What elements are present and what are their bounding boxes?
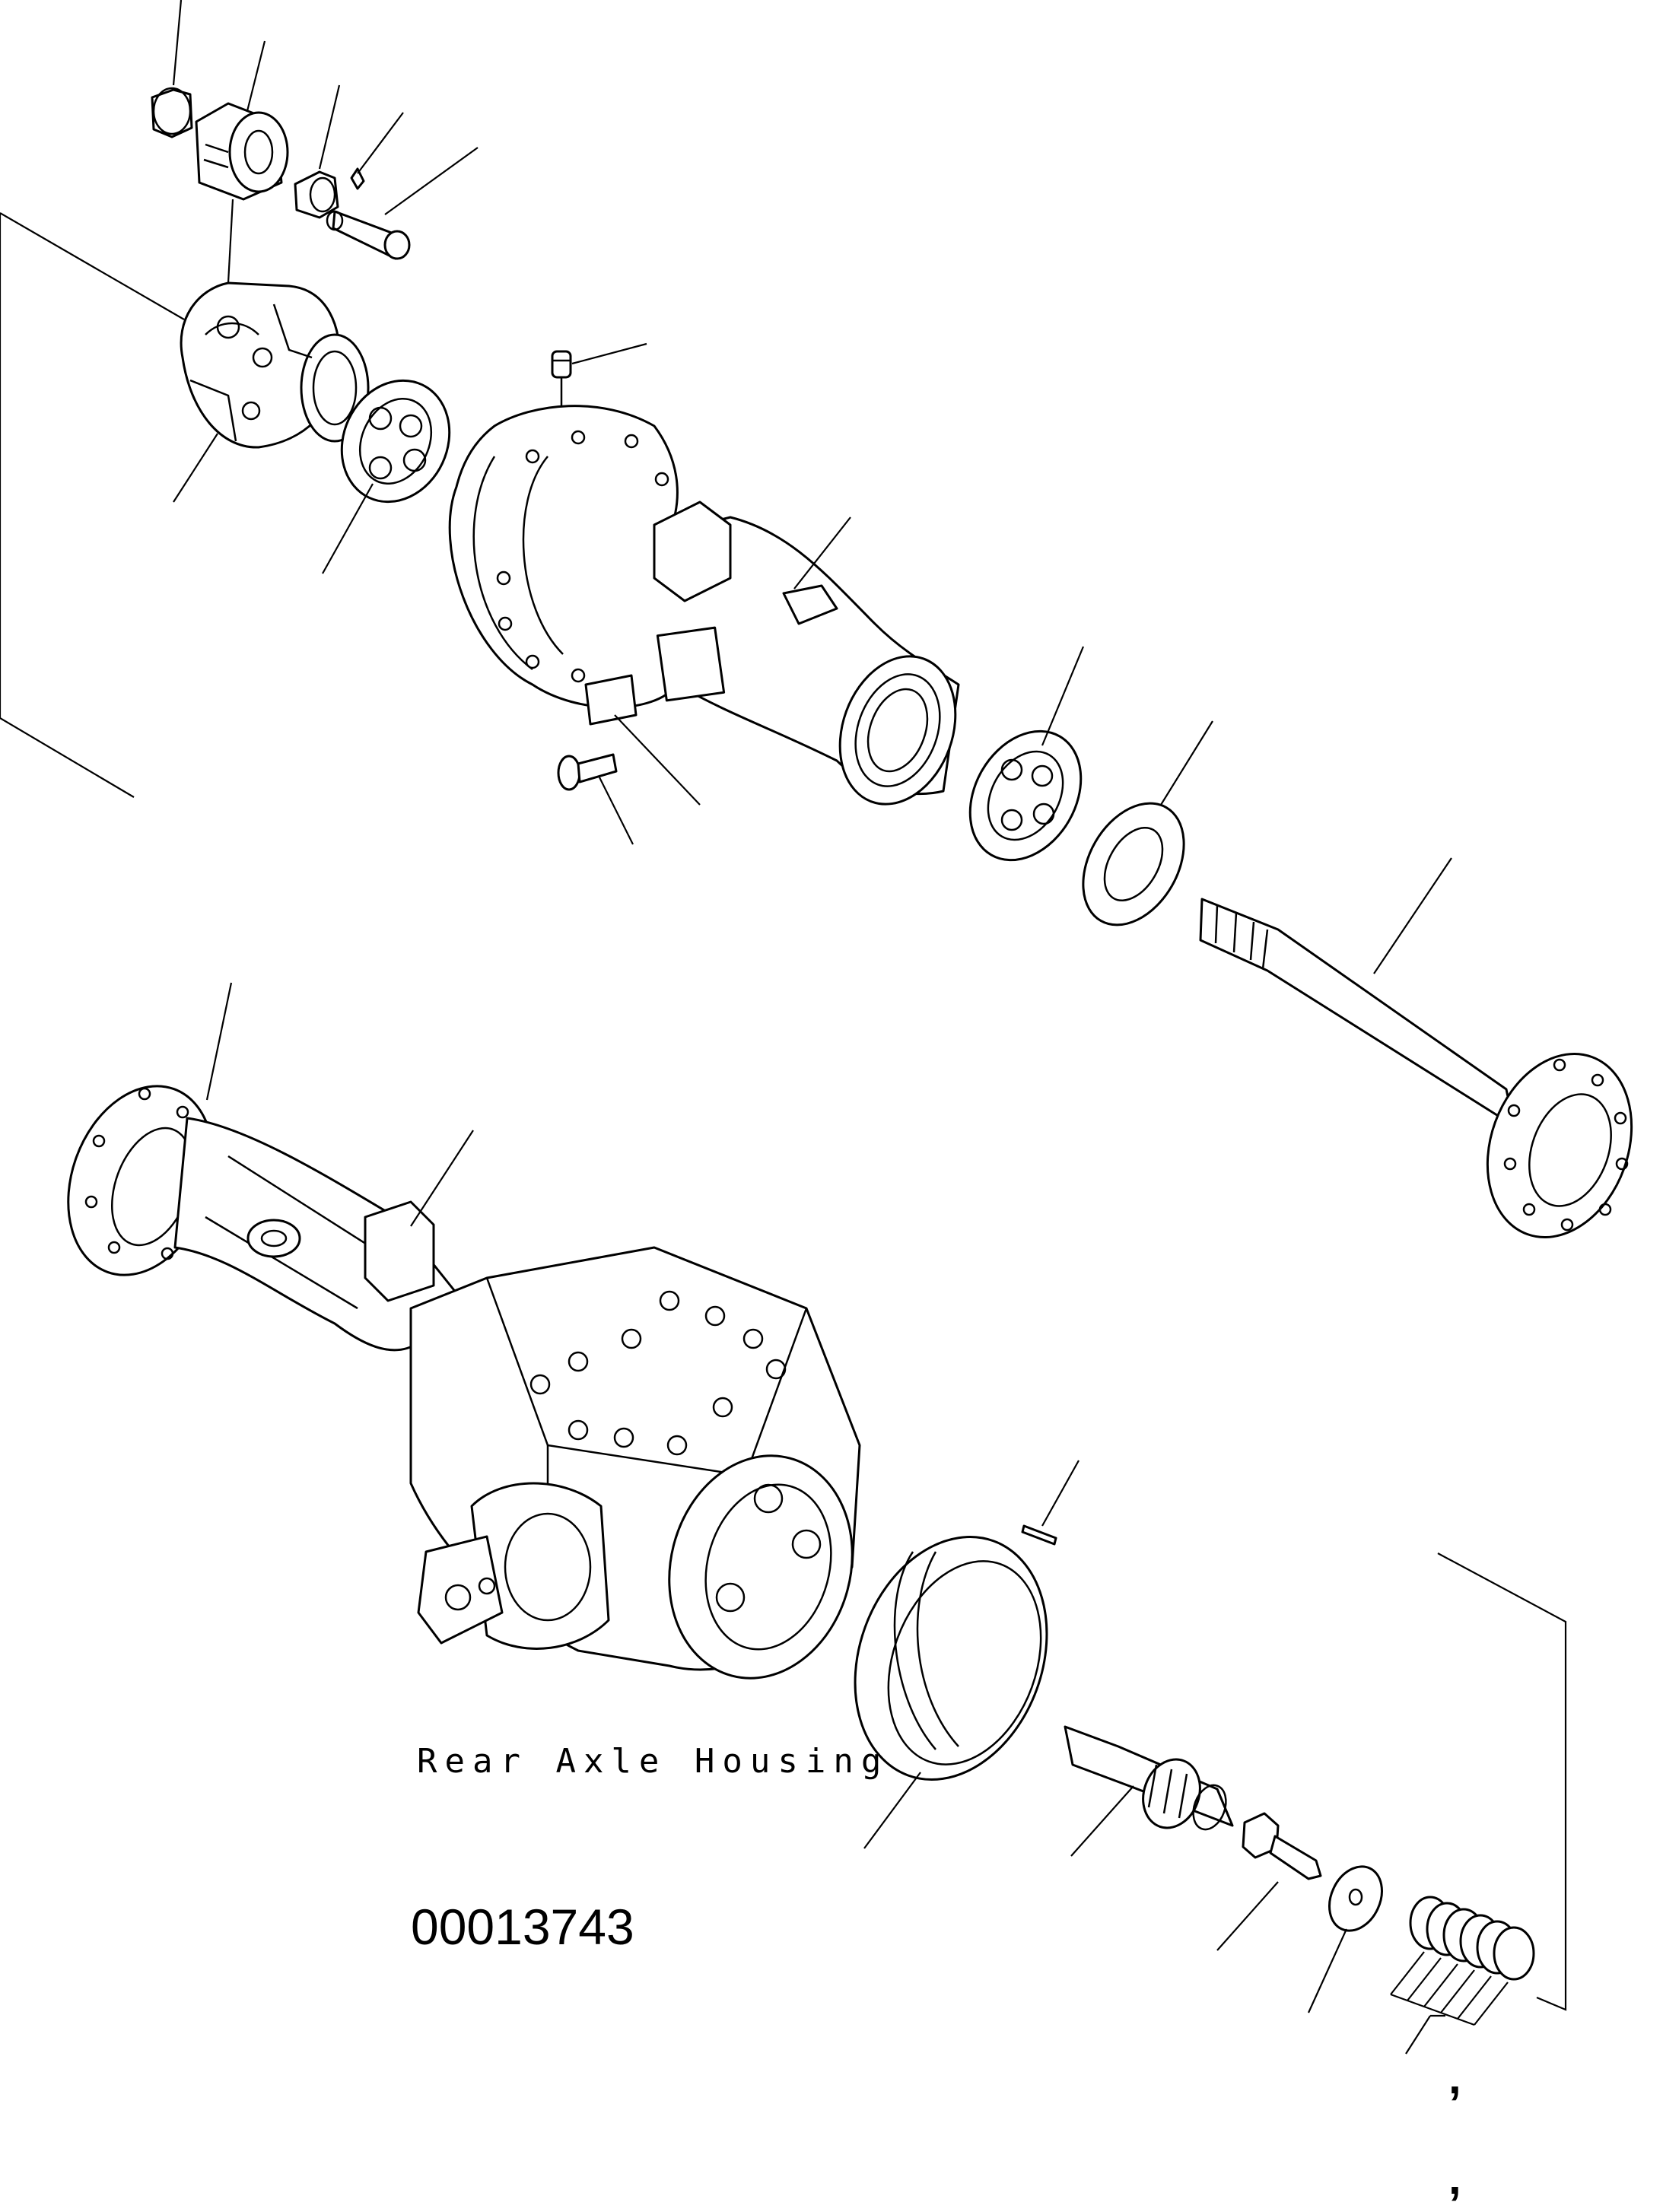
differential-side-gear <box>195 102 289 201</box>
washer <box>1328 1865 1383 1932</box>
cotter-pin <box>1021 1524 1057 1546</box>
cross-shaft <box>326 210 411 260</box>
ring-gear <box>854 1536 1048 1781</box>
axle-shaft <box>1199 898 1633 1239</box>
pinion-gear <box>294 170 339 219</box>
corner-mark-1: , <box>1448 2052 1461 2103</box>
corner-mark-2: , <box>1448 2153 1461 2204</box>
shim-set <box>1409 1896 1535 1981</box>
rear-axle-assembly <box>67 1085 861 1680</box>
axle-shaft-bearing <box>968 729 1083 862</box>
pinion-bolt <box>1242 1812 1322 1880</box>
name-plate <box>584 674 638 726</box>
diagram-caption: Rear Axle Housing <box>417 1742 889 1781</box>
lock-pin <box>350 167 365 190</box>
oil-seal <box>1082 802 1185 926</box>
illustration-number: 00013743 <box>411 1899 634 1955</box>
breather-plug <box>551 350 572 411</box>
leader-lines <box>0 0 1567 2055</box>
axle-housing-half <box>448 405 960 806</box>
drive-pinion <box>1064 1725 1234 1831</box>
differential-case <box>180 281 370 449</box>
rivet <box>557 753 618 791</box>
differential-small-gear <box>151 87 193 138</box>
differential-bearing <box>340 379 451 504</box>
